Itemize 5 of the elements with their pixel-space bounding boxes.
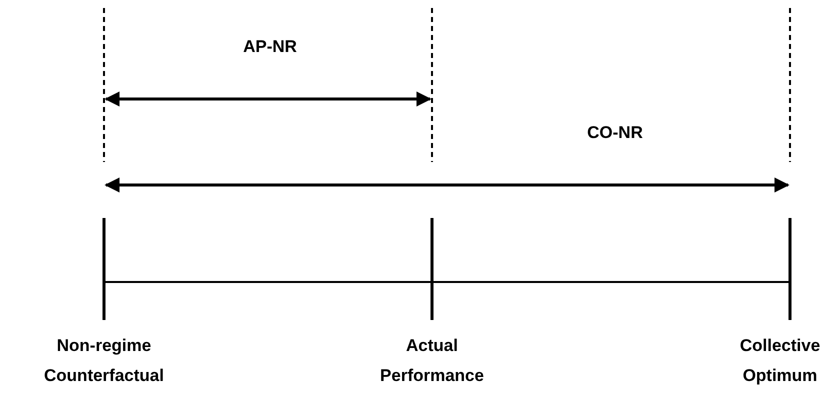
scale-point-label: Non-regime Counterfactual [43, 335, 165, 387]
range-label: AP-NR [242, 36, 298, 58]
range-label: CO-NR [586, 122, 644, 144]
scale-point-label: Collective Optimum [738, 335, 822, 387]
scale-point-label: Actual Performance [379, 335, 485, 387]
